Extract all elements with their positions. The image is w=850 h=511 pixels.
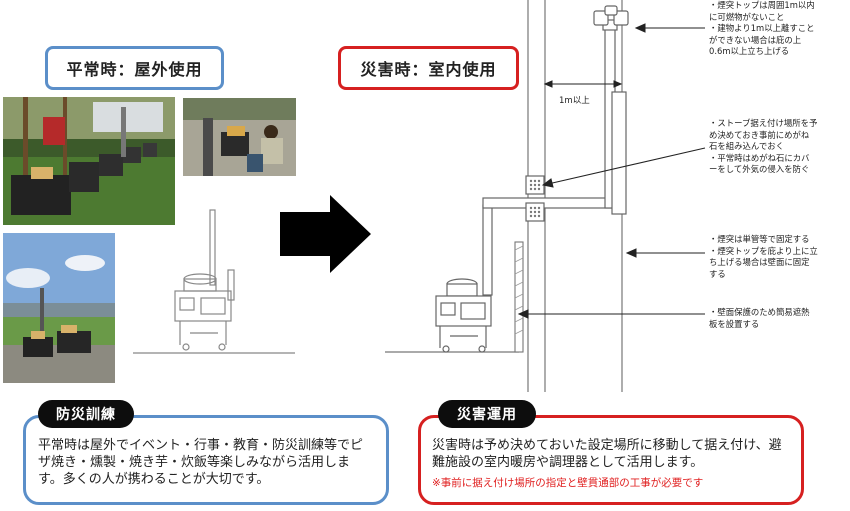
disaster-description: 災害時は予め決めておいた設定場所に移動して据え付け、避難施設の室内暖房や調理器と… [432, 438, 782, 470]
drill-badge-text: 防災訓練 [56, 407, 116, 423]
chimney-pipe [482, 27, 627, 296]
note-installation-site: ・ストーブ据え付け場所を予 め決めておき事前にめがね 石を組み込んでおく ・平常… [709, 118, 818, 175]
dimension-label: 1m以上 [559, 96, 590, 106]
callout-lines [517, 23, 706, 319]
field-chimney-photo [3, 233, 115, 383]
transition-arrow [280, 195, 371, 273]
note-heat-shield: ・壁面保護のため簡易遮熱 板を設置する [709, 307, 810, 329]
chimney-top [593, 5, 629, 31]
note-chimney-fixing: ・煙突は単管等で固定する ・煙突トップを庇より上に立 ち上げる場合は壁面に固定 … [709, 234, 818, 279]
indoor-stove-sketch [435, 278, 492, 353]
outdoor-stove-sketch [133, 209, 295, 354]
child-stove-photo [183, 98, 296, 176]
heat-shield-panel [514, 241, 524, 353]
indoor-use-title-text: 災害時：室内使用 [360, 60, 497, 79]
disaster-warning: ※事前に据え付け場所の指定と壁貫通部の工事が必要です [432, 477, 704, 489]
outdoor-use-title-text: 平常時：屋外使用 [66, 60, 203, 79]
drill-badge: 防災訓練 [38, 400, 134, 428]
pipe-joint-bolts [529, 179, 541, 218]
disaster-badge: 災害運用 [438, 400, 536, 428]
outdoor-use-title: 平常時：屋外使用 [45, 46, 224, 90]
disaster-badge-text: 災害運用 [457, 407, 517, 423]
indoor-use-title: 災害時：室内使用 [338, 46, 519, 90]
drill-panel [23, 415, 389, 505]
disaster-panel [418, 415, 804, 505]
park-stoves-photo [3, 97, 175, 225]
dimension-arrow [543, 80, 623, 88]
note-chimney-top: ・煙突トップは周囲1m以内 に可燃物がないこと ・建物より1m以上離すこと がで… [709, 0, 815, 57]
drill-description: 平常時は屋外でイベント・行事・教育・防災訓練等でピザ焼き・燻製・焼き芋・炊飯等楽… [38, 438, 364, 487]
building-wall [385, 0, 623, 392]
